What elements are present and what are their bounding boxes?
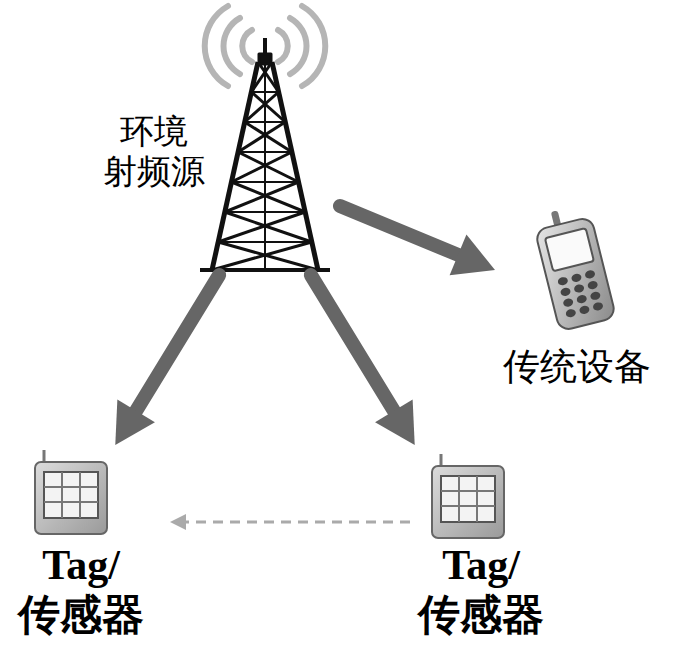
connector-line: [132, 275, 219, 418]
arrow-connector: [115, 275, 219, 445]
arrow-head: [450, 235, 495, 276]
node-box: 环境 射频源: [95, 5, 340, 275]
node-box: Tag/ 传感器: [12, 445, 170, 653]
source-label: 环境 射频源: [101, 111, 206, 191]
connector-line: [340, 206, 465, 258]
node-box: Tag/ 传感器: [410, 445, 575, 653]
tower-symbol: [200, 38, 330, 270]
arrow-connector: [170, 514, 410, 530]
tag-label: Tag/ 传感器: [16, 541, 146, 640]
device-label: 传统设备: [499, 345, 654, 389]
phone-symbol: [531, 203, 616, 332]
tag-label: Tag/ 传感器: [416, 541, 546, 640]
connector-line: [311, 275, 398, 418]
arrow-head: [375, 399, 415, 445]
arrow-connector: [340, 206, 495, 275]
connector-line: [183, 521, 410, 524]
arrow-connector: [311, 275, 415, 445]
node-box: 传统设备: [495, 205, 665, 400]
arrow-head: [170, 514, 186, 530]
arrow-head: [115, 399, 155, 445]
tag-device: [35, 450, 107, 534]
tag-device: [432, 454, 504, 538]
